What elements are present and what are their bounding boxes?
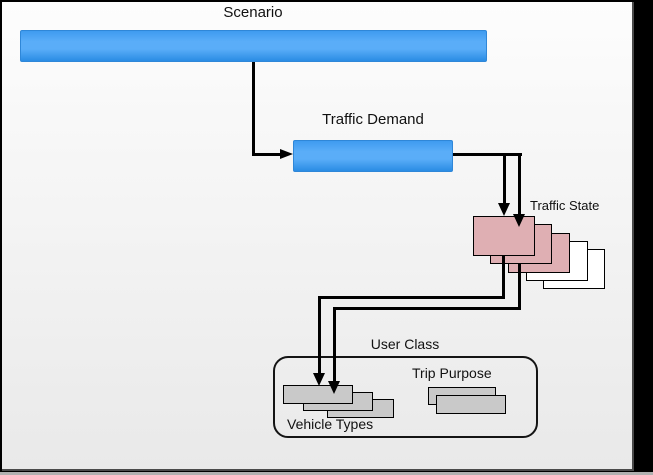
arrowhead-into-vehicles-2 [328, 381, 340, 394]
vehicle-types-label: Vehicle Types [287, 416, 374, 432]
edge-state-vehicles-horizontal-1 [318, 296, 505, 299]
user-class-container [273, 356, 538, 438]
edge-state-vehicles-vertical-b1 [518, 263, 521, 310]
traffic-state-box-1 [473, 216, 535, 256]
scenario-bar [20, 30, 487, 62]
edge-demand-state-vertical-1 [503, 154, 506, 203]
arrowhead-into-vehicles-1 [313, 373, 325, 386]
edge-scenario-demand-vertical [252, 62, 255, 156]
edge-state-vehicles-vertical-a1 [502, 255, 505, 299]
edge-scenario-demand-horizontal [252, 153, 280, 156]
edge-state-vehicles-vertical-a2 [318, 296, 321, 373]
edge-state-vehicles-vertical-b2 [333, 307, 336, 381]
traffic-demand-label: Traffic Demand [322, 111, 424, 128]
user-class-label: User Class [370, 336, 440, 352]
trip-purpose-box-2 [436, 395, 506, 414]
edge-demand-state-vertical-2 [518, 154, 521, 215]
vehicle-types-box-1 [283, 385, 353, 404]
traffic-state-label: Traffic State [530, 198, 600, 213]
edge-state-vehicles-horizontal-2 [333, 307, 521, 310]
edge-demand-state-horizontal [453, 153, 522, 156]
trip-purpose-label: Trip Purpose [412, 365, 492, 381]
scenario-label: Scenario [223, 4, 283, 21]
traffic-demand-bar [293, 140, 453, 172]
arrowhead-into-state-2 [513, 214, 525, 227]
bottom-strip [0, 472, 653, 475]
arrowhead-into-state-1 [498, 203, 510, 216]
arrowhead-into-traffic-demand [280, 149, 293, 159]
